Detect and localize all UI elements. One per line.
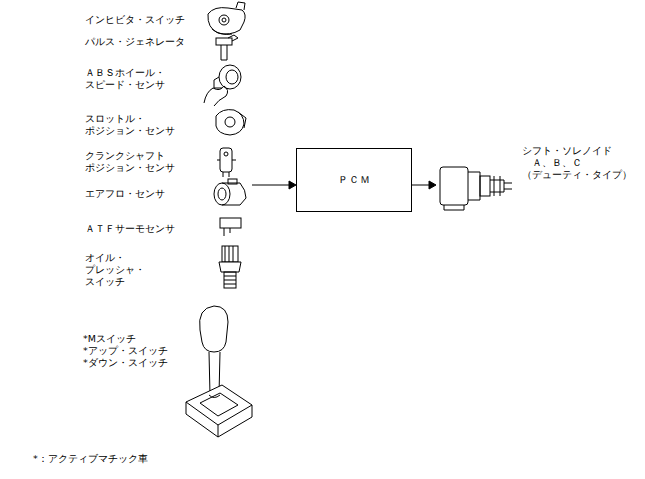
- sensor-name: ＡＢＳホイール・ スピード・センサ: [85, 67, 175, 91]
- switch-name: *アップ・スイッチ: [83, 345, 193, 357]
- actuator-name: Ａ、Ｂ、Ｃ: [532, 157, 642, 169]
- footnote: *：アクティブマチック車: [33, 453, 233, 465]
- abs-sensor-icon: [204, 65, 241, 106]
- throttle-sensor-icon: [216, 110, 246, 135]
- inhibitor-switch-icon: [208, 2, 245, 34]
- sensor-name: クランクシャフト ポジション・センサ: [85, 150, 175, 174]
- pulse-generator-icon: [216, 35, 238, 60]
- atf-sensor-icon: [220, 218, 241, 236]
- shift-solenoid-icon: [440, 167, 512, 210]
- crank-sensor-icon: [217, 148, 236, 177]
- sensor-name: ＡＴＦサーモセンサ: [85, 223, 205, 235]
- sensor-name: オイル・プレッシャ・ スイッチ: [85, 252, 180, 288]
- airflow-sensor-icon: [214, 179, 246, 205]
- oil-pressure-switch-icon: [219, 246, 241, 288]
- sensor-name: パルス・ジェネレータ: [85, 36, 205, 48]
- switch-name: *Mスイッチ: [83, 333, 193, 345]
- actuator-name: （デューティ・タイプ）: [522, 169, 642, 181]
- sensor-name: エアフロ・センサ: [85, 188, 205, 200]
- control-module-box: ＰＣＭ: [296, 148, 412, 212]
- shift-lever-icon: [186, 306, 252, 437]
- sensor-name: スロットル・ ポジション・センサ: [85, 113, 175, 137]
- actuator-name: シフト・ソレノイド: [522, 145, 642, 157]
- sensor-name: インヒビタ・スイッチ: [85, 14, 205, 26]
- module-name: ＰＣＭ: [338, 173, 371, 187]
- switch-name: *ダウン・スイッチ: [83, 357, 193, 369]
